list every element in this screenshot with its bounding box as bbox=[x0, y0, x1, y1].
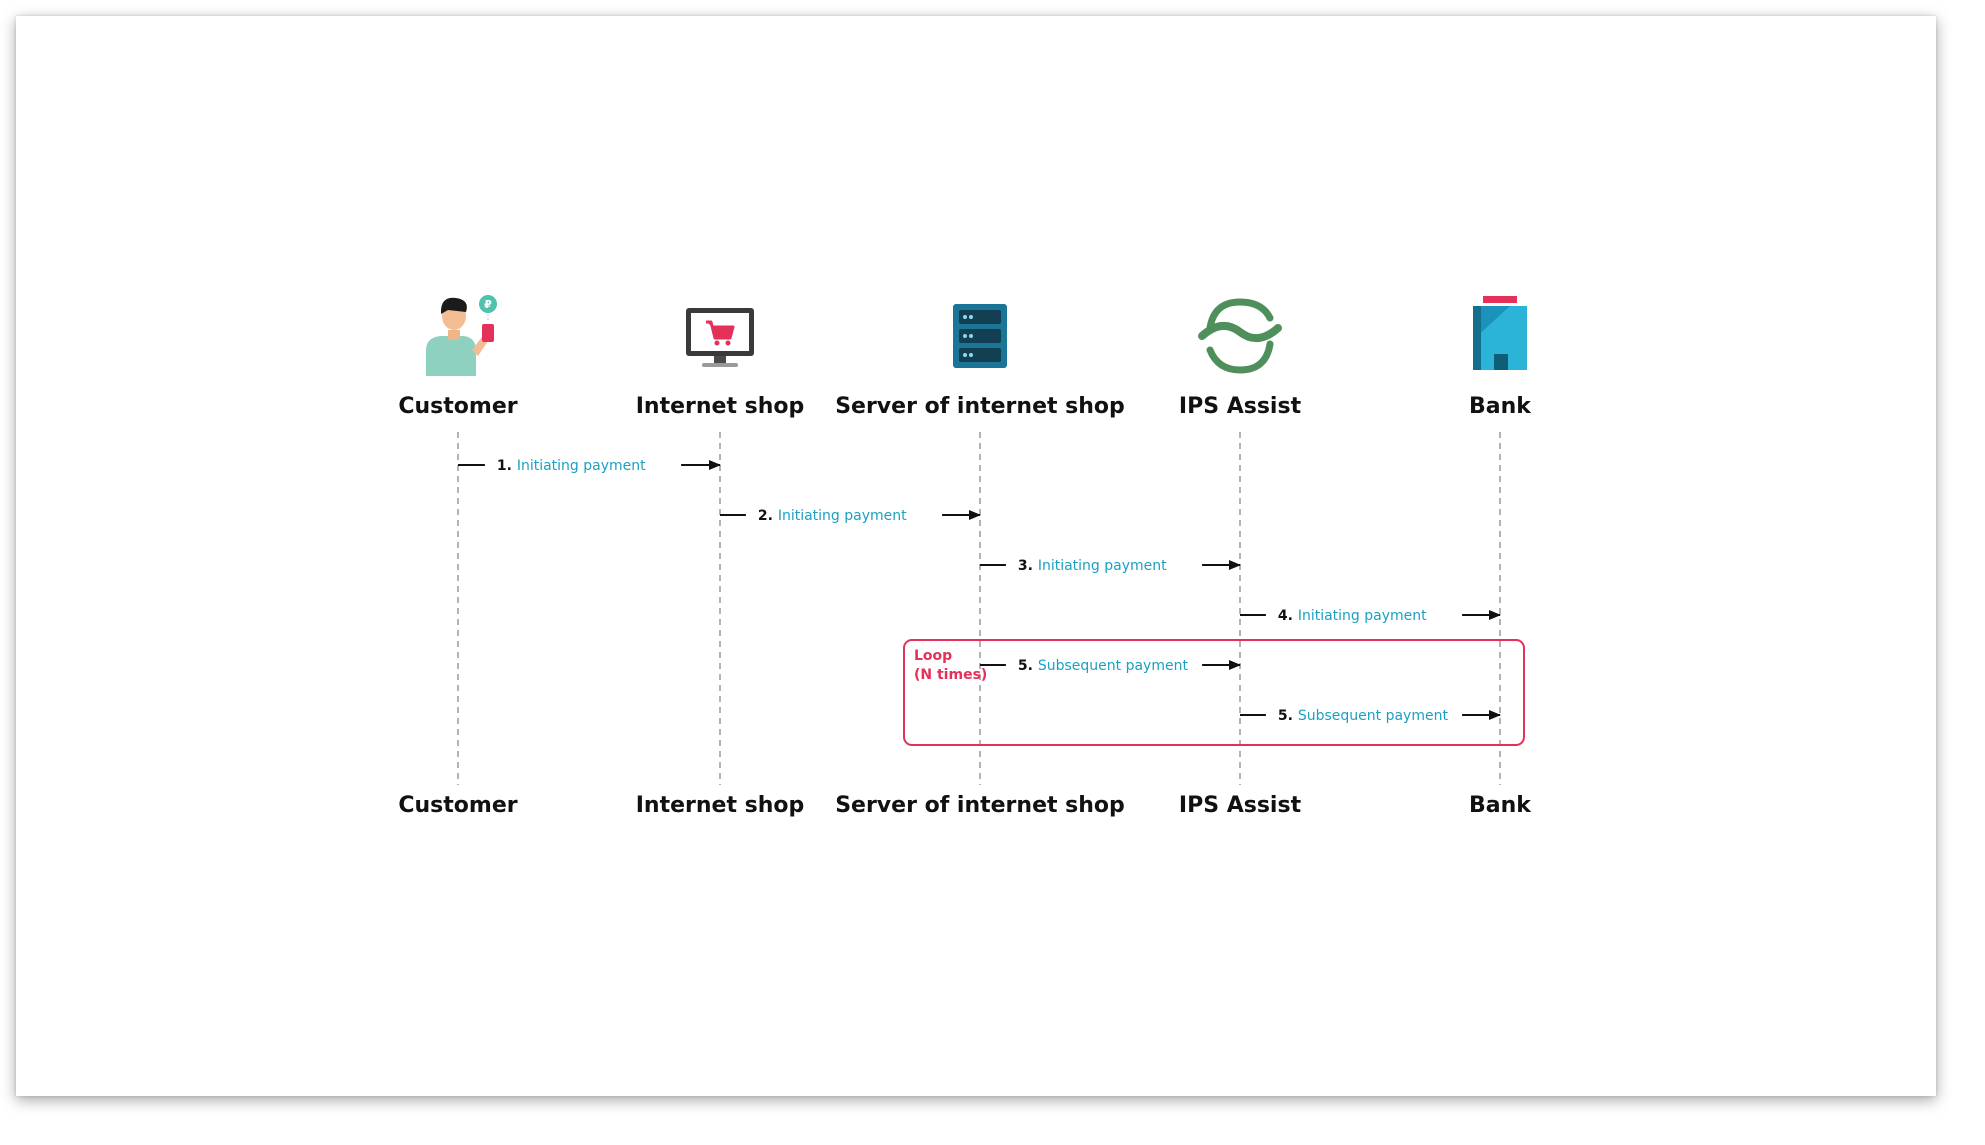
message-number: 5. bbox=[1278, 708, 1298, 724]
cart-body bbox=[706, 320, 735, 340]
bank-roof-sign bbox=[1483, 296, 1517, 303]
server-led bbox=[969, 353, 973, 357]
message-4: 4. Initiating payment bbox=[1240, 608, 1501, 624]
shirt-shape bbox=[426, 336, 476, 376]
message-number: 3. bbox=[1018, 558, 1038, 574]
coin-shape bbox=[479, 295, 497, 313]
actor-label-bottom: IPS Assist bbox=[1179, 793, 1302, 818]
server-unit bbox=[959, 329, 1001, 343]
diagram-card bbox=[16, 16, 1936, 1096]
actor-label-bottom: Internet shop bbox=[636, 793, 805, 818]
message-label: 3. Initiating payment bbox=[1018, 558, 1167, 574]
actor-label-bottom: Customer bbox=[398, 793, 517, 818]
server-led bbox=[963, 315, 967, 319]
server-led bbox=[963, 334, 967, 338]
monitor-neck bbox=[714, 356, 726, 364]
logo-arc-bottom bbox=[1206, 340, 1274, 374]
server-rack-icon bbox=[953, 304, 1007, 368]
loop-frame bbox=[903, 639, 1525, 746]
message-label: 5. Subsequent payment bbox=[1278, 708, 1449, 724]
bank-building-icon bbox=[1473, 296, 1527, 370]
bank-door bbox=[1494, 354, 1508, 370]
message-label: 1. Initiating payment bbox=[497, 458, 646, 474]
message-label: 4. Initiating payment bbox=[1278, 608, 1427, 624]
neck-shape bbox=[448, 330, 460, 340]
cart-wheel bbox=[725, 340, 731, 346]
loop-count-label: (N times) bbox=[914, 667, 987, 683]
message-3: 3. Initiating payment bbox=[980, 558, 1241, 574]
message-6: 5. Subsequent payment bbox=[1240, 708, 1501, 724]
cart-wheel bbox=[714, 340, 720, 346]
actor-label-top: Server of internet shop bbox=[835, 394, 1125, 419]
hair-shape bbox=[440, 297, 467, 314]
phone-shape bbox=[482, 324, 494, 342]
message-text: Initiating payment bbox=[517, 458, 646, 474]
message-number: 4. bbox=[1278, 608, 1298, 624]
message-text: Initiating payment bbox=[778, 508, 907, 524]
message-label: 5. Subsequent payment bbox=[1018, 658, 1189, 674]
monitor-shopping-cart-icon bbox=[686, 308, 754, 367]
actor-label-bottom: Server of internet shop bbox=[835, 793, 1125, 818]
server-led bbox=[969, 315, 973, 319]
logo-arc-top bbox=[1206, 298, 1274, 332]
server-unit bbox=[959, 348, 1001, 362]
coin-symbol: ₽ bbox=[484, 298, 492, 311]
message-2: 2. Initiating payment bbox=[720, 508, 981, 524]
message-number: 1. bbox=[497, 458, 517, 474]
actor-label-top: Internet shop bbox=[636, 394, 805, 419]
message-1: 1. Initiating payment bbox=[458, 458, 721, 474]
actor-label-top: Bank bbox=[1469, 394, 1532, 419]
message-number: 5. bbox=[1018, 658, 1038, 674]
message-5: 5. Subsequent payment bbox=[980, 658, 1241, 674]
logo-wave bbox=[1198, 322, 1282, 342]
actor-label-top: IPS Assist bbox=[1179, 394, 1302, 419]
message-text: Initiating payment bbox=[1038, 558, 1167, 574]
actor-label-top: Customer bbox=[398, 394, 517, 419]
message-number: 2. bbox=[758, 508, 778, 524]
bank-facade bbox=[1473, 306, 1527, 370]
server-led bbox=[963, 353, 967, 357]
monitor-stand bbox=[702, 363, 738, 367]
message-label: 2. Initiating payment bbox=[758, 508, 907, 524]
loop-label: Loop bbox=[914, 648, 952, 664]
ips-assist-logo-icon bbox=[1198, 298, 1282, 374]
server-led bbox=[969, 334, 973, 338]
actor-label-bottom: Bank bbox=[1469, 793, 1532, 818]
customer-with-phone-icon: ₽ bbox=[426, 295, 497, 376]
server-unit bbox=[959, 310, 1001, 324]
message-text: Subsequent payment bbox=[1298, 708, 1449, 724]
bank-side bbox=[1473, 306, 1481, 370]
message-text: Initiating payment bbox=[1298, 608, 1427, 624]
message-text: Subsequent payment bbox=[1038, 658, 1189, 674]
